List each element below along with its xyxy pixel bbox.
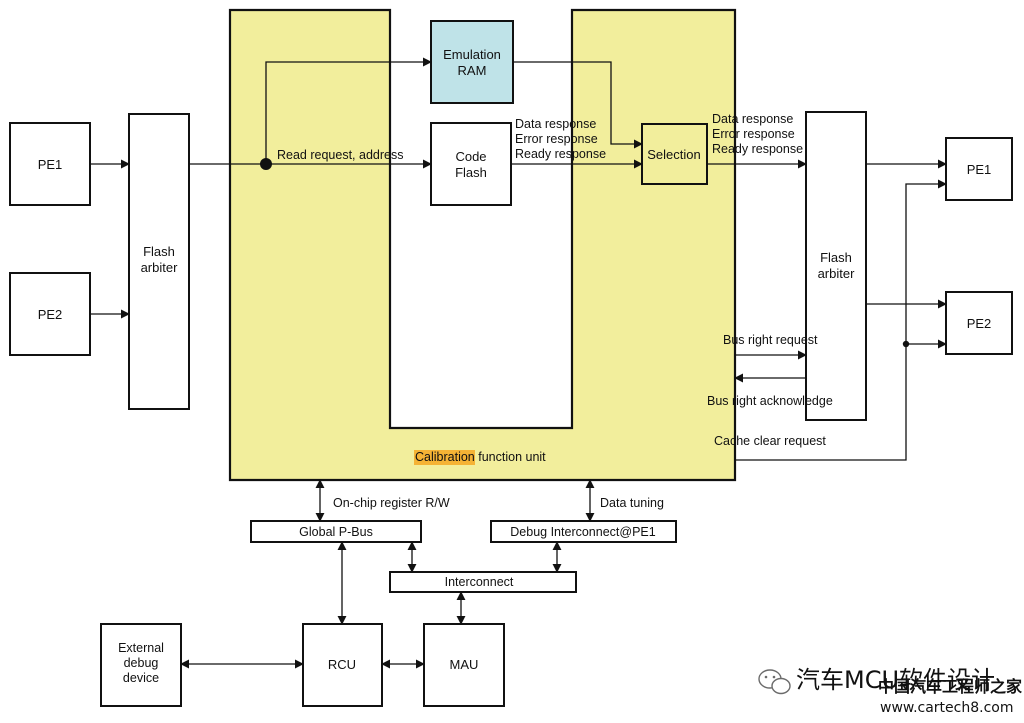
code-flash-block: [430, 122, 512, 206]
connection-lines: [90, 57, 947, 669]
selection-label: Selection: [647, 147, 700, 162]
interconnect-block: [389, 571, 577, 593]
pe1-left-label: PE1: [38, 157, 63, 172]
rcu-label: RCU: [328, 657, 356, 672]
flash-arbiter-left-block: [128, 113, 190, 410]
cache-clear-junction-dot: [902, 340, 910, 348]
flash-arbiter-left-label-1: Flash: [143, 244, 175, 259]
pe1-right-block: [945, 137, 1013, 201]
calibration-highlight: [414, 450, 475, 465]
pe1-left-block: [9, 122, 91, 206]
global-pbus-label: Global P-Bus: [299, 525, 373, 539]
mid-error-response-label: Error response: [515, 132, 598, 146]
right-data-response-label: Data response: [712, 112, 793, 126]
code-flash-label-1: Code: [455, 149, 486, 164]
watermark: 汽车MCU软件设计 中国汽车工程师之家 www.cartech8.com: [758, 666, 1023, 716]
bus-right-acknowledge-label: Bus right acknowledge: [707, 394, 833, 408]
read-request-label: Read request, address: [277, 148, 403, 162]
interconnect-label: Interconnect: [445, 575, 514, 589]
calibration-function-unit: [228, 8, 737, 482]
pe2-right-block: [945, 291, 1013, 355]
right-error-response-label: Error response: [712, 127, 795, 141]
mid-data-response-label: Data response: [515, 117, 596, 131]
flash-arbiter-left-label-2: arbiter: [141, 260, 179, 275]
right-ready-response-label: Ready response: [712, 142, 803, 156]
flash-arbiter-right-label-1: Flash: [820, 250, 852, 265]
watermark-channel: 汽车MCU软件设计: [796, 666, 995, 694]
external-debug-label-3: device: [123, 671, 159, 685]
calibration-unit-label: Calibration function unit: [415, 450, 546, 464]
debug-interconnect-label: Debug Interconnect@PE1: [510, 525, 655, 539]
watermark-site-url: www.cartech8.com: [880, 700, 1013, 716]
wechat-icon: [758, 669, 791, 695]
emulation-ram-label-1: Emulation: [443, 47, 501, 62]
data-tuning-label: Data tuning: [600, 496, 664, 510]
external-debug-label-2: debug: [124, 656, 159, 670]
emulation-ram-label-2: RAM: [458, 63, 487, 78]
cache-clear-request-label: Cache clear request: [714, 434, 826, 448]
selection-block: [641, 123, 708, 185]
flash-arbiter-right-block: [805, 111, 867, 421]
pe2-right-label: PE2: [967, 316, 992, 331]
mid-ready-response-label: Ready response: [515, 147, 606, 161]
watermark-site-cn: 中国汽车工程师之家: [878, 677, 1023, 696]
emulation-ram-block: [430, 20, 514, 104]
mau-label: MAU: [450, 657, 479, 672]
external-debug-device-block: [100, 623, 182, 707]
mau-block: [423, 623, 505, 707]
read-request-junction-dot: [260, 158, 272, 170]
pe2-left-label: PE2: [38, 307, 63, 322]
pe1-right-label: PE1: [967, 162, 992, 177]
function-unit-word: function unit: [475, 450, 546, 464]
calibration-word: Calibration: [415, 450, 475, 464]
code-flash-label-2: Flash: [455, 165, 487, 180]
bus-right-request-label: Bus right request: [723, 333, 818, 347]
onchip-register-rw-label: On-chip register R/W: [333, 496, 450, 510]
debug-interconnect-block: [490, 520, 677, 543]
external-debug-label-1: External: [118, 641, 164, 655]
flash-arbiter-right-label-2: arbiter: [818, 266, 856, 281]
global-pbus-block: [250, 520, 422, 543]
